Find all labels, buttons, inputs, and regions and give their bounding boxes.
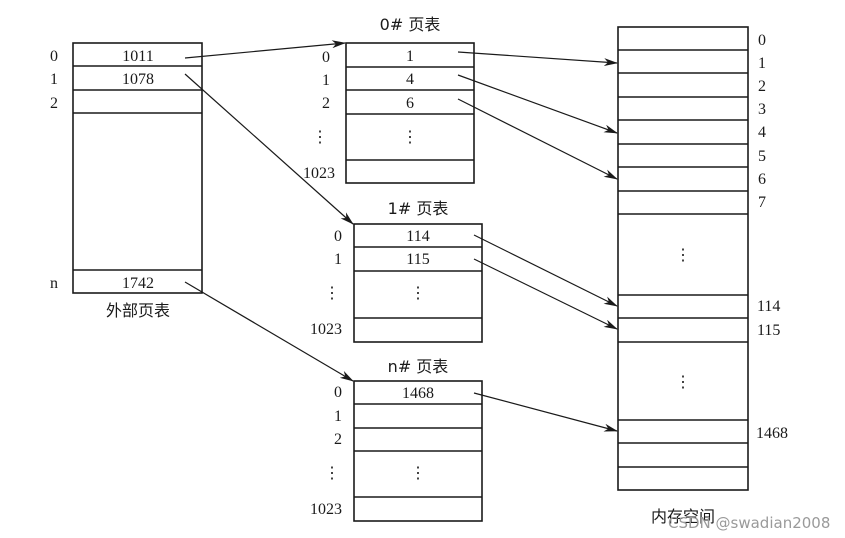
outer-table-border (72, 42, 203, 294)
pt0-entry-1: 4 (406, 71, 414, 88)
ptn-index-ellipsis: ⋮ (324, 465, 340, 482)
frame-label-6: 6 (758, 171, 766, 188)
page-table-n: n# 页表 0 1 2 ⋮ 1023 1468 ⋮ (310, 357, 483, 522)
page-table-0-border (345, 42, 475, 184)
ptn-entry-ellipsis: ⋮ (410, 465, 426, 482)
ptn-entry-0: 1468 (402, 385, 434, 402)
page-table-0: 0# 页表 0 1 2 ⋮ 1023 1 4 6 ⋮ (303, 15, 475, 184)
ptn-index-2: 2 (334, 431, 342, 448)
page-table-0-title: 0# 页表 (380, 15, 441, 34)
arrow-pt0-entry2-to-frame6 (457, 98, 618, 180)
outer-page-table: 0 1 2 n 1011 1078 1742 外部页表 (50, 42, 203, 320)
memory-ellipsis-2: ⋮ (675, 374, 691, 391)
watermark: CSDN @swadian2008 (668, 514, 830, 532)
pt0-entry-0: 1 (406, 48, 414, 65)
pt1-index-1: 1 (334, 251, 342, 268)
ptn-index-1023: 1023 (310, 501, 342, 518)
frame-label-0: 0 (758, 32, 766, 49)
arrow-outer1-to-pt1 (184, 73, 354, 225)
arrow-pt1-entry1-to-frame115 (473, 258, 618, 330)
outer-index-1: 1 (50, 71, 58, 88)
pt1-index-0: 0 (334, 228, 342, 245)
frame-label-2: 2 (758, 78, 766, 95)
pt0-index-1: 1 (322, 72, 330, 89)
memory-space: ⋮ ⋮ 0 1 2 3 4 5 6 7 114 115 1468 内存空间 (617, 26, 788, 526)
frame-label-114: 114 (757, 298, 780, 315)
outer-entry-1: 1078 (122, 71, 154, 88)
memory-border (617, 26, 749, 491)
arrow-pt0-entry0-to-frame1 (457, 51, 618, 67)
ptn-index-0: 0 (334, 384, 342, 401)
pt1-entry-1: 115 (406, 251, 429, 268)
page-table-1: 1# 页表 0 1 ⋮ 1023 114 115 ⋮ (310, 199, 483, 343)
pt1-index-ellipsis: ⋮ (324, 285, 340, 302)
pt1-entry-0: 114 (406, 228, 429, 245)
frame-label-115: 115 (757, 322, 780, 339)
frame-label-3: 3 (758, 101, 766, 118)
frame-label-1: 1 (758, 55, 766, 72)
arrow-ptn-entry0-to-frame1468 (473, 392, 618, 432)
pt0-index-ellipsis: ⋮ (312, 129, 328, 146)
page-table-1-title: 1# 页表 (388, 199, 449, 218)
frame-label-7: 7 (758, 194, 766, 211)
pt1-index-1023: 1023 (310, 321, 342, 338)
pt0-index-0: 0 (322, 49, 330, 66)
arrow-pt0-entry1-to-frame4 (457, 74, 618, 134)
pt0-index-2: 2 (322, 95, 330, 112)
arrow-pt1-entry0-to-frame114 (473, 234, 618, 307)
pt1-entry-ellipsis: ⋮ (410, 285, 426, 302)
arrow-outern-to-ptn (184, 281, 354, 382)
page-table-n-title: n# 页表 (388, 357, 449, 376)
pt0-index-1023: 1023 (303, 165, 335, 182)
frame-label-1468: 1468 (756, 425, 788, 442)
frame-label-4: 4 (758, 124, 766, 141)
arrow-outer0-to-pt0 (184, 40, 346, 59)
outer-entry-0: 1011 (122, 48, 153, 65)
frame-label-5: 5 (758, 148, 766, 165)
outer-index-2: 2 (50, 95, 58, 112)
arrows (184, 40, 618, 432)
outer-index-n: n (50, 275, 58, 292)
outer-table-caption: 外部页表 (106, 301, 170, 320)
pt0-entry-ellipsis: ⋮ (402, 129, 418, 146)
memory-caption: 内存空间 (651, 507, 715, 526)
outer-index-0: 0 (50, 48, 58, 65)
page-table-1-border (353, 223, 483, 343)
pt0-entry-2: 6 (406, 95, 414, 112)
ptn-index-1: 1 (334, 408, 342, 425)
outer-entry-n: 1742 (122, 275, 154, 292)
memory-ellipsis-1: ⋮ (675, 247, 691, 264)
